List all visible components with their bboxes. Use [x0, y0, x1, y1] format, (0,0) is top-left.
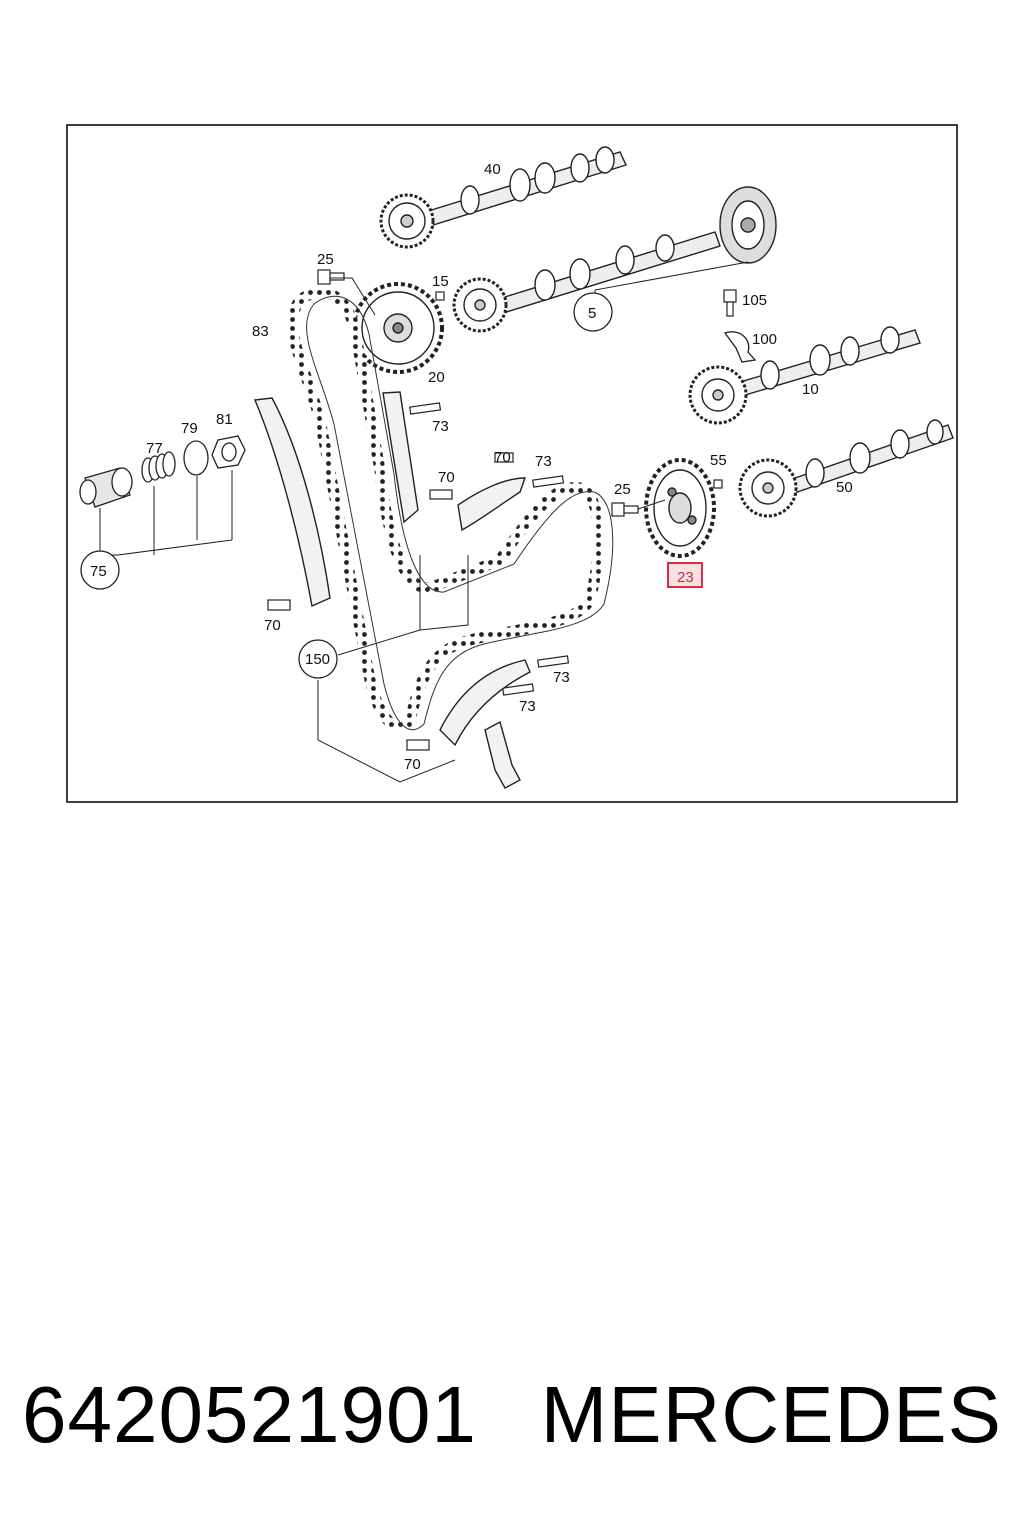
camshaft-40 [379, 146, 627, 249]
leader-150 [317, 555, 469, 783]
camshaft-5 [452, 186, 777, 333]
callout-circle-5 [573, 292, 613, 332]
tensioner-arm [484, 720, 521, 789]
camshaft-50 [738, 419, 954, 518]
label-55: 55 [710, 452, 727, 469]
label-77: 77 [146, 440, 163, 457]
label-15: 15 [432, 273, 449, 290]
label-81: 81 [216, 411, 233, 428]
label-70-bottom: 70 [404, 756, 421, 773]
highlight-box-23 [667, 562, 703, 588]
label-25-top: 25 [317, 251, 334, 268]
label-73-upper: 73 [432, 418, 449, 435]
guide-rail-middle [457, 477, 526, 532]
callout-circle-150 [298, 639, 338, 679]
guide-rail-left [253, 397, 331, 608]
timing-chain-83 [287, 286, 605, 732]
bracket-100 [723, 331, 757, 363]
label-73-lower-b: 73 [519, 698, 536, 715]
caption: 6420521901 MERCEDES [0, 1365, 1024, 1475]
timing-chain-83-inner [306, 295, 614, 731]
leader-75 [99, 470, 233, 556]
tensioner-assembly-75 [79, 435, 246, 508]
part-number: 6420521901 [22, 1370, 477, 1459]
sprocket-20 [352, 282, 444, 374]
label-79: 79 [181, 420, 198, 437]
label-10: 10 [802, 381, 819, 398]
tensioner-rail-lower [439, 659, 531, 747]
label-70-upper: 70 [438, 469, 455, 486]
timing-chain-parts-diagram: 40 25 15 5 105 100 83 20 10 73 79 81 77 … [66, 124, 958, 803]
diagram-frame [66, 124, 958, 803]
sprocket-23 [644, 458, 716, 558]
label-50: 50 [836, 479, 853, 496]
label-73-lower-a: 73 [553, 669, 570, 686]
label-70-left: 70 [264, 617, 281, 634]
camshaft-10 [688, 326, 921, 425]
leader-25b [637, 499, 666, 510]
label-100: 100 [752, 331, 777, 348]
label-20: 20 [428, 369, 445, 386]
callout-circle-75 [80, 550, 120, 590]
guide-rail-upper [382, 391, 419, 524]
label-75: 75 [90, 563, 107, 580]
label-105: 105 [742, 292, 767, 309]
label-25-middle: 25 [614, 481, 631, 498]
label-70-middle: 70 [494, 449, 511, 466]
label-40: 40 [484, 161, 501, 178]
label-73-middle: 73 [535, 453, 552, 470]
leader-25a [330, 277, 376, 316]
brand-name: MERCEDES [540, 1370, 1002, 1459]
bolts-and-pins [267, 269, 737, 751]
label-83: 83 [252, 323, 269, 340]
label-23: 23 [677, 569, 694, 586]
label-150: 150 [305, 651, 330, 668]
label-5: 5 [588, 305, 596, 322]
